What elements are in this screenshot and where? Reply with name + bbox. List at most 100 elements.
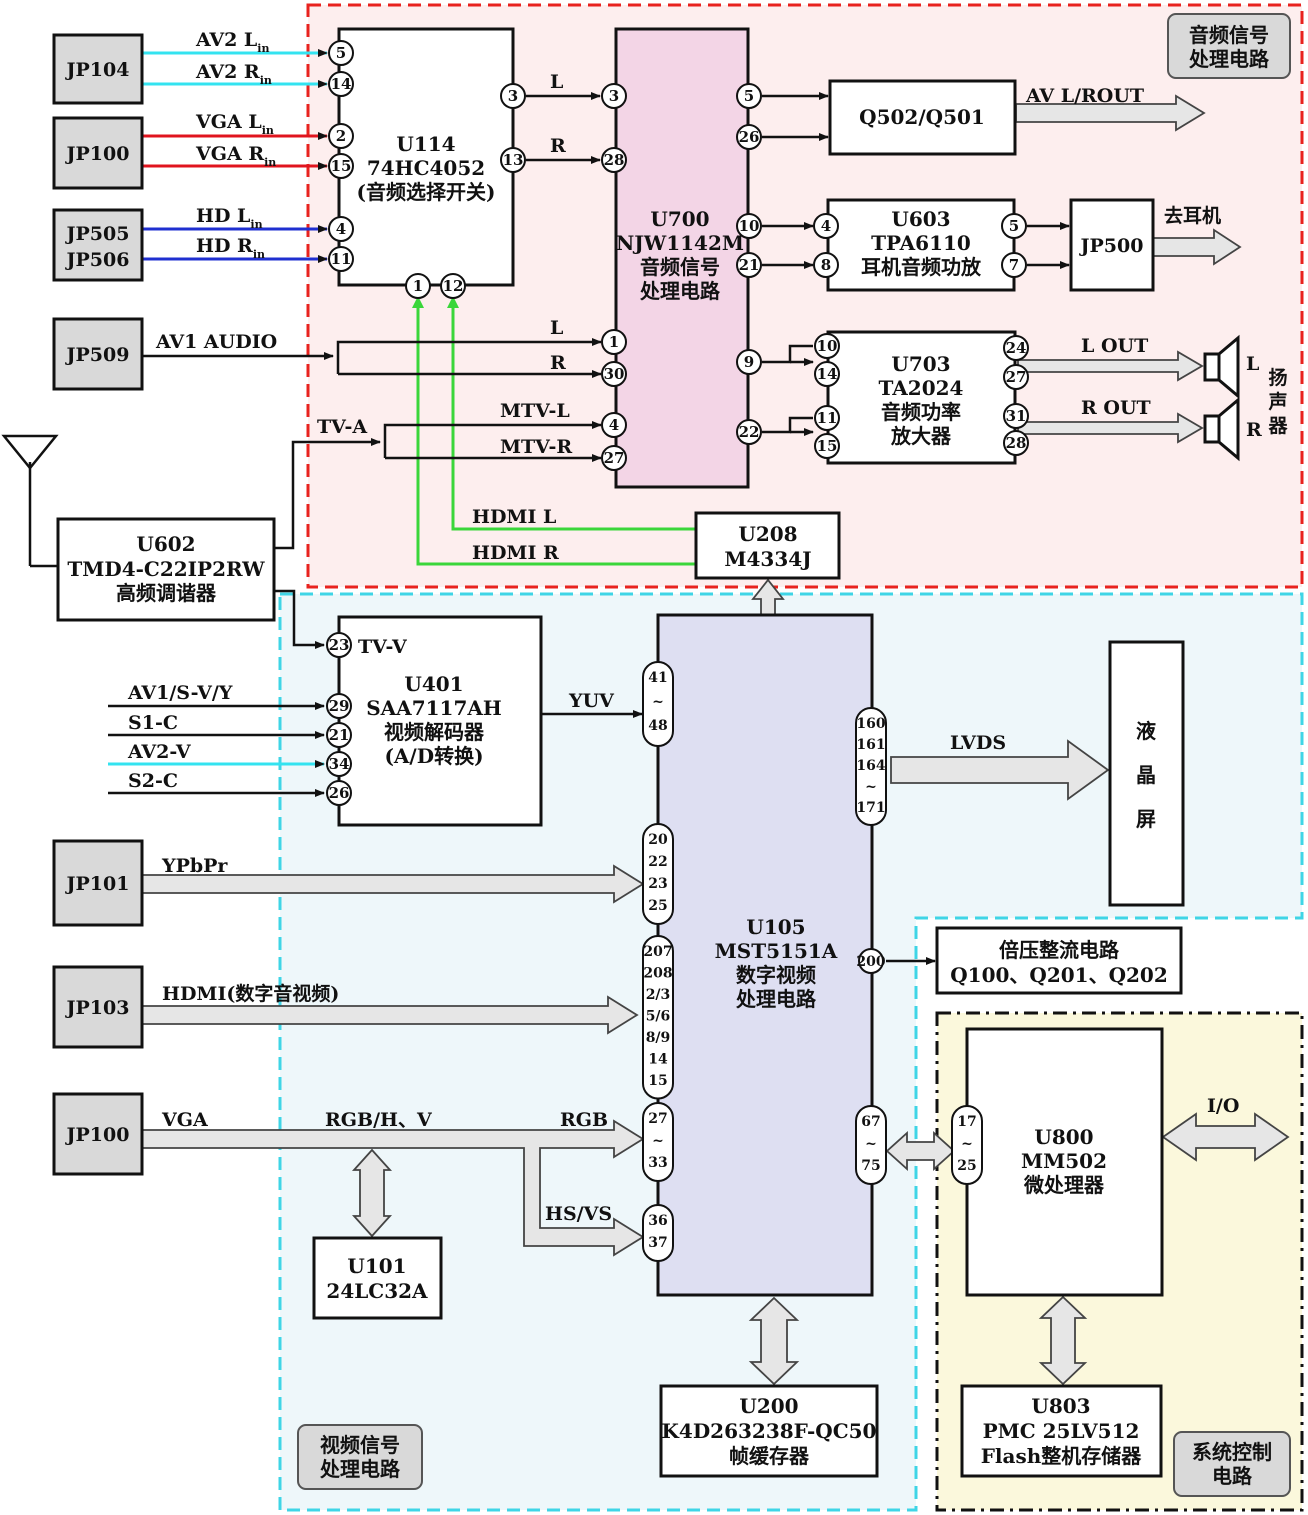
s2-c-label: S2-C (128, 770, 178, 792)
svg-text:4: 4 (609, 416, 619, 434)
lvds-label: LVDS (950, 732, 1006, 754)
u114-pin-3: 3 (500, 83, 526, 109)
ypbpr-arrow (141, 864, 645, 904)
u703-pin-15: 15 (814, 433, 840, 459)
rgb-label: RGB (560, 1109, 608, 1131)
hdmi-l-arrowhead (447, 296, 459, 308)
u105-pins-mcu: 67~75 (855, 1105, 887, 1185)
tv-a-label: TV-A (317, 416, 367, 438)
svg-text:2: 2 (336, 127, 346, 145)
u800-pins: 17 ~25 (951, 1105, 983, 1185)
video-region-title-line1: 视频信号 (320, 1433, 400, 1457)
svg-text:25: 25 (957, 1158, 976, 1174)
svg-text:21: 21 (739, 256, 760, 274)
u703-pin-14: 14 (814, 361, 840, 387)
u603-block (826, 198, 1016, 292)
boost-line2: Q100、Q201、Q202 (950, 963, 1168, 987)
u114-pin-14: 14 (328, 71, 354, 97)
u105-pin-200: 200 (856, 948, 886, 974)
u114-pin-1: 1 (405, 273, 431, 299)
u703-line3: 音频功率 (881, 400, 961, 424)
u401-line4: (A/D转换) (384, 744, 483, 768)
io-arrow (1161, 1112, 1290, 1162)
u602-block (56, 517, 276, 622)
svg-text:9: 9 (744, 353, 754, 371)
lcd-line2: 晶 (1136, 763, 1156, 787)
u114-l-label: L (550, 71, 563, 93)
hdmi-r-label: HDMI R (472, 542, 559, 564)
hd-l-label: HD Lin (196, 205, 263, 231)
u603-pin-8: 8 (813, 252, 839, 278)
jp509-label: JP509 (65, 344, 130, 366)
svg-text:22: 22 (739, 423, 760, 441)
system-region-title-line1: 系统控制 (1192, 1440, 1272, 1464)
u703-pin-27: 27 (1003, 364, 1029, 390)
u603-line3: 耳机音频功放 (861, 255, 982, 279)
mtv-l-wire (383, 421, 602, 458)
svg-text:26: 26 (739, 128, 760, 146)
av1-l-label: L (550, 317, 563, 339)
jp500-block (1069, 198, 1155, 292)
hd-r-label: HD Rin (196, 235, 265, 261)
svg-text:17: 17 (957, 1114, 976, 1130)
jp509-connector (52, 317, 144, 391)
svg-text:15: 15 (817, 437, 838, 455)
jp500-label: JP500 (1079, 235, 1144, 257)
speaker-r-label: R (1246, 419, 1262, 441)
tv-v-wire (274, 589, 325, 649)
svg-text:11: 11 (331, 250, 352, 268)
u105-pins-rgb: 27~33 (642, 1102, 674, 1182)
svg-text:3: 3 (609, 87, 619, 105)
svg-text:207: 207 (643, 944, 672, 960)
svg-text:23: 23 (648, 876, 667, 892)
flash-bus-arrow (1038, 1295, 1088, 1386)
jp100-audio-connector (52, 116, 144, 190)
svg-text:~: ~ (961, 1136, 973, 1152)
svg-text:27: 27 (1006, 368, 1027, 386)
u700-pin-9: 9 (736, 349, 762, 375)
svg-text:12: 12 (443, 277, 464, 295)
jp104-connector (52, 33, 144, 105)
yuv-label: YUV (568, 690, 615, 712)
l-out-label: L OUT (1081, 335, 1148, 357)
u700-pin-5: 5 (736, 83, 762, 109)
vga-r-label: VGA Rin (195, 143, 276, 169)
u114-pin-5: 5 (328, 40, 354, 66)
u200-bus-arrow (748, 1296, 800, 1386)
svg-text:37: 37 (648, 1235, 667, 1251)
u700-pin-3: 3 (601, 83, 627, 109)
tv-a-wire (274, 438, 381, 550)
speaker-l-icon (1203, 334, 1240, 400)
av2-v-label: AV2-V (127, 741, 192, 763)
u700-pin-4: 4 (601, 412, 627, 438)
u603-line2: TPA6110 (871, 231, 971, 255)
jp100-vga-connector (52, 1092, 144, 1176)
svg-text:27: 27 (648, 1111, 667, 1127)
tv-v-label: TV-V (358, 636, 408, 658)
u602-line2: TMD4-C22IP2RW (67, 557, 265, 581)
jp506-label: JP506 (65, 249, 130, 271)
svg-text:29: 29 (329, 697, 350, 715)
u200-line1: U200 (739, 1394, 798, 1418)
av2-r-label: AV2 Rin (195, 61, 272, 87)
u800-block (965, 1027, 1164, 1297)
u700-pin-21: 21 (736, 252, 762, 278)
boost-block (935, 926, 1183, 995)
u208-block (694, 511, 841, 580)
jp101-connector (52, 839, 144, 927)
u700-block (614, 27, 750, 489)
u803-line2: PMC 25LV512 (983, 1419, 1140, 1443)
svg-text:15: 15 (648, 1073, 667, 1089)
u401-line3: 视频解码器 (384, 720, 485, 744)
hdmi-av-label: HDMI(数字音视频) (162, 982, 339, 1005)
u105-to-u208-arrow (751, 578, 785, 616)
r-out-label: R OUT (1081, 397, 1151, 419)
system-region-title (1173, 1431, 1291, 1497)
u803-block (960, 1384, 1163, 1478)
u700-pin-22: 22 (736, 419, 762, 445)
u700-pin-10: 10 (736, 213, 762, 239)
svg-text:34: 34 (329, 755, 350, 773)
